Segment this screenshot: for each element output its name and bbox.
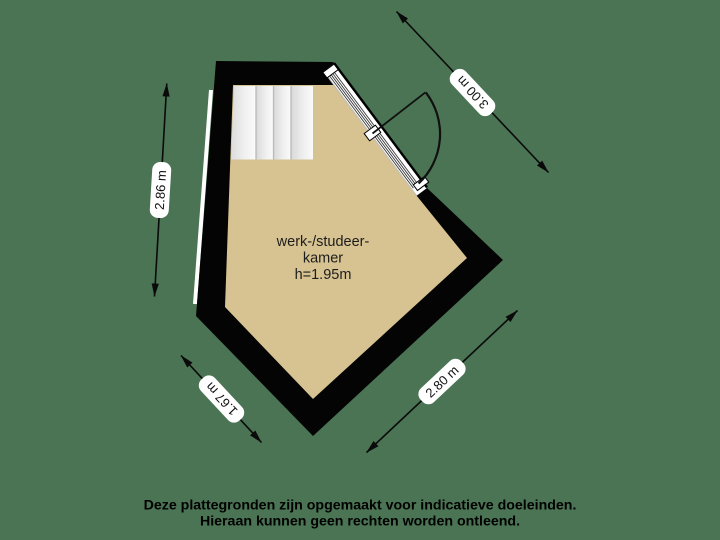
room-label: werk-/studeer- kamer h=1.95m	[276, 234, 370, 283]
footer-disclaimer: Deze plattegronden zijn opgemaakt voor i…	[144, 498, 577, 530]
room-height-label: h=1.95m	[295, 267, 352, 283]
window-end-frame	[412, 175, 430, 192]
dimension-value: 2.86 m	[152, 170, 169, 211]
dimension-pill-bg	[149, 161, 172, 219]
floor-plan: werk-/studeer- kamer h=1.95m 2.86 m 3.00…	[149, 10, 550, 454]
stair-step	[231, 86, 256, 160]
stair-step	[256, 86, 274, 160]
dimension-pill-bg	[449, 68, 496, 117]
room-floor	[225, 85, 467, 399]
dimension-pill-bg	[418, 358, 466, 405]
stair-step	[291, 86, 313, 160]
dimension-left: 2.86 m	[149, 83, 172, 297]
adjacent-wall-edge	[193, 89, 213, 305]
dimension-bottom-left: 1.67 m	[180, 354, 263, 444]
staircase	[231, 86, 313, 160]
dimension-pill-bg	[198, 375, 245, 423]
window-end-frame	[322, 63, 339, 79]
disclaimer-line2: Hieraan kunnen geen rechten worden ontle…	[200, 514, 520, 530]
disclaimer-line1: Deze plattegronden zijn opgemaakt voor i…	[144, 498, 577, 514]
dimension-pill: 2.86 m	[149, 161, 172, 219]
room-name-line2: kamer	[303, 251, 343, 267]
room-name-line1: werk-/studeer-	[276, 234, 370, 250]
stair-step	[273, 86, 291, 160]
